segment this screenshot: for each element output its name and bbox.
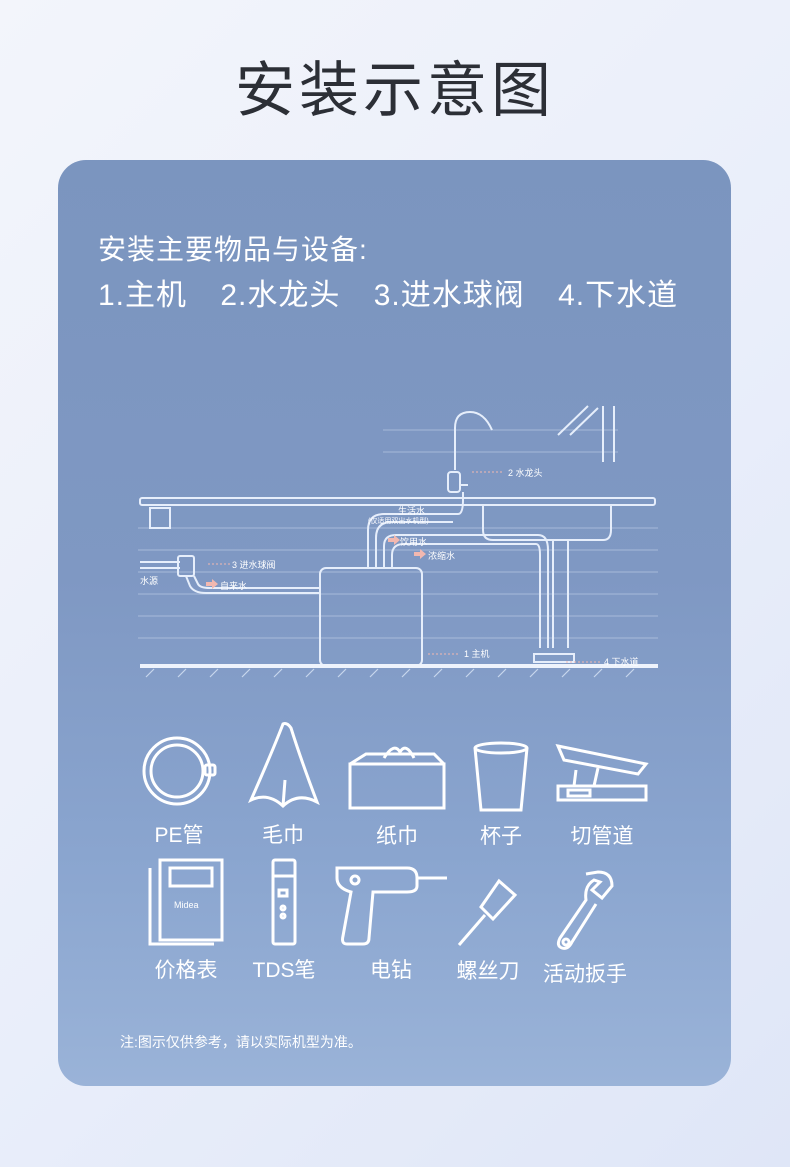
- label-concentrate: 浓缩水: [428, 550, 455, 561]
- electric-drill-icon: [335, 866, 447, 946]
- tool-price-tag: Midea 价格表: [136, 856, 236, 984]
- tissue-icon: [348, 746, 446, 810]
- item-drain: 4.下水道: [558, 279, 679, 312]
- label-tissue: 纸巾: [376, 825, 418, 848]
- label-domestic-water: 生活水: [398, 505, 425, 516]
- cup-icon: [473, 741, 529, 812]
- items-heading: 安装主要物品与设备:: [98, 234, 368, 265]
- page-title: 安装示意图: [235, 57, 555, 124]
- label-valve: 3 进水球阀: [232, 559, 276, 570]
- price-tag-icon: Midea: [148, 858, 224, 946]
- tool-wrench: 活动扳手: [530, 868, 640, 988]
- towel-icon: [248, 722, 320, 809]
- label-screwdriver: 螺丝刀: [456, 960, 520, 983]
- tool-pe-pipe: PE管: [134, 733, 224, 849]
- label-drinking-water: 饮用水: [400, 536, 427, 547]
- tool-drill: 电钻: [326, 858, 456, 984]
- tool-tds-pen: TDS笔: [234, 856, 334, 984]
- tds-pen-icon: [271, 858, 297, 946]
- item-host: 1.主机: [98, 279, 188, 312]
- label-towel: 毛巾: [262, 824, 304, 847]
- installation-diagram: 2 水龙头 3 进水球阀 水源 自来水 1 主机 4 下水道 生活水 (仅适用双…: [138, 405, 658, 678]
- label-cup: 杯子: [480, 825, 522, 848]
- label-source: 水源: [140, 575, 158, 586]
- label-drain: 4 下水道: [604, 656, 639, 667]
- label-drill: 电钻: [370, 959, 412, 982]
- item-faucet: 2.水龙头: [220, 279, 341, 312]
- label-host: 1 主机: [464, 648, 490, 659]
- label-cutter: 切管道: [570, 825, 634, 848]
- label-wrench: 活动扳手: [543, 963, 627, 986]
- tool-cutter: 切管道: [552, 740, 652, 850]
- label-price-tag: 价格表: [154, 959, 218, 982]
- label-faucet: 2 水龙头: [508, 467, 543, 478]
- adjustable-wrench-icon: [556, 870, 614, 950]
- pe-pipe-icon: [142, 736, 217, 806]
- label-tds-pen: TDS笔: [252, 959, 316, 982]
- disclaimer-note: 注:图示仅供参考，请以实际机型为准。: [120, 1034, 362, 1050]
- tool-screwdriver: 螺丝刀: [438, 875, 538, 985]
- item-valve: 3.进水球阀: [373, 279, 525, 312]
- installation-card: 安装主要物品与设备: 1.主机 2.水龙头 3.进水球阀 4.下水道: [58, 160, 731, 1086]
- label-tap-water: 自来水: [220, 580, 247, 591]
- tool-cup: 杯子: [461, 740, 541, 850]
- label-domestic-note: (仅适用双出水机型): [368, 516, 429, 525]
- label-pe-pipe: PE管: [154, 824, 204, 847]
- price-tag-brand: Midea: [174, 900, 199, 910]
- screwdriver-icon: [457, 878, 518, 946]
- tool-tissue: 纸巾: [342, 740, 452, 850]
- items-list: 1.主机 2.水龙头 3.进水球阀 4.下水道: [98, 270, 702, 314]
- pipe-cutter-icon: [555, 743, 649, 802]
- tool-towel: 毛巾: [238, 720, 328, 849]
